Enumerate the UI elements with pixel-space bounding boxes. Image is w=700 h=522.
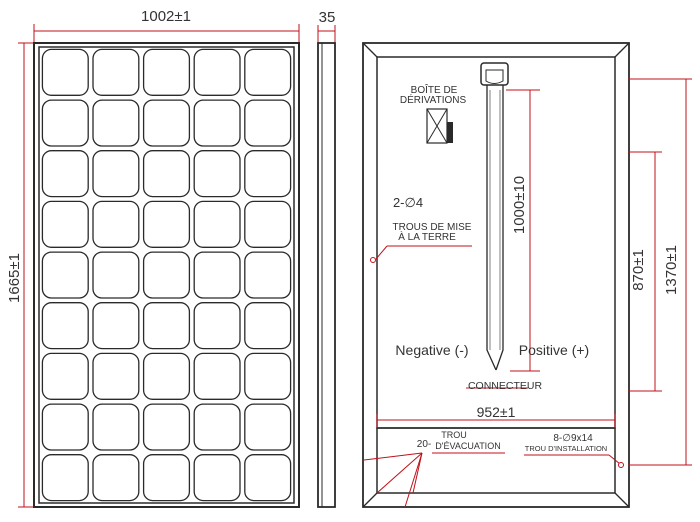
solar-cell <box>142 251 191 299</box>
solar-cell <box>41 150 89 198</box>
solar-cell <box>92 200 140 248</box>
solar-cell <box>92 48 140 96</box>
ground-label-1: TROUS DE MISE <box>393 222 472 233</box>
mount-holes-count: 8-∅9x14 <box>553 433 593 444</box>
front-view: 1002±1 1665±1 <box>6 8 300 508</box>
grounding-callout: 2-∅4 TROUS DE MISE À LA TERRE <box>370 195 472 263</box>
solar-cell <box>92 352 140 400</box>
solar-cell <box>92 150 140 198</box>
label-sticker-icon <box>426 108 453 144</box>
solar-cell <box>92 454 140 502</box>
solar-cell <box>244 302 292 350</box>
solar-cell <box>41 352 89 400</box>
solar-cell <box>142 48 191 96</box>
solar-cell <box>244 251 292 299</box>
solar-cell <box>193 302 241 350</box>
ground-label-2: À LA TERRE <box>398 230 456 243</box>
back-corner-br <box>614 492 630 508</box>
solar-cell <box>142 150 191 198</box>
solar-cell <box>41 251 89 299</box>
drain-holes-count: 20- <box>417 439 431 450</box>
positive-cable <box>495 85 504 371</box>
solar-cell <box>244 403 292 451</box>
back-frame-outer <box>362 42 630 508</box>
solar-cell <box>142 352 191 400</box>
back-corner-tr <box>614 42 630 58</box>
junction-box: BOÎTE DE DÉRIVATIONS <box>400 62 509 106</box>
junction-box-label-1: BOÎTE DE <box>411 83 458 96</box>
mount-spacing-inner-dim: 870±1 <box>630 249 647 291</box>
side-frame <box>317 42 336 508</box>
solar-cell <box>41 302 89 350</box>
solar-cell <box>41 99 89 147</box>
inner-width-dim: 952±1 <box>477 404 516 420</box>
side-depth-dim: 35 <box>319 9 336 26</box>
solar-cell <box>193 454 241 502</box>
side-view: 35 <box>317 9 336 508</box>
junction-box-body <box>480 62 509 86</box>
solar-cell <box>193 352 241 400</box>
solar-cell <box>92 251 140 299</box>
back-corner-tl <box>362 42 378 58</box>
front-height-dim: 1665±1 <box>6 253 23 303</box>
solar-cell <box>193 200 241 248</box>
cell-grid <box>41 48 292 502</box>
solar-cell <box>92 99 140 147</box>
solar-cell <box>142 302 191 350</box>
ground-hole-icon <box>370 257 376 263</box>
solar-cell <box>193 99 241 147</box>
junction-box-cover <box>485 69 504 84</box>
solar-cell <box>41 403 89 451</box>
cable-assembly <box>486 85 504 371</box>
front-width-dim: 1002±1 <box>141 8 191 25</box>
solar-cell <box>193 48 241 96</box>
solar-cell <box>92 302 140 350</box>
solar-cell <box>244 454 292 502</box>
solar-cell <box>142 403 191 451</box>
ground-holes-count: 2-∅4 <box>393 195 423 210</box>
solar-cell <box>92 403 140 451</box>
solar-cell <box>193 403 241 451</box>
solar-cell <box>244 48 292 96</box>
drain-holes-callout: 20- TROU D'ÉVACUATION <box>363 430 505 508</box>
mount-hole-icon <box>618 462 624 468</box>
cable-length-dim: 1000±10 <box>511 176 528 234</box>
positive-label: Positive (+) <box>519 342 589 358</box>
mount-label: TROU D'INSTALLATION <box>525 444 607 453</box>
solar-cell <box>244 200 292 248</box>
solar-cell <box>41 454 89 502</box>
solar-cell <box>193 150 241 198</box>
drain-label-2: D'ÉVACUATION <box>435 441 500 451</box>
solar-cell <box>244 99 292 147</box>
back-corner-bl <box>362 492 378 508</box>
mounting-holes-callout: 8-∅9x14 TROU D'INSTALLATION <box>524 433 624 468</box>
solar-cell <box>193 251 241 299</box>
solar-cell <box>244 352 292 400</box>
junction-box-label-2: DÉRIVATIONS <box>400 93 467 106</box>
solar-cell <box>142 200 191 248</box>
solar-cell <box>244 150 292 198</box>
negative-label: Negative (-) <box>395 342 468 358</box>
solar-cell <box>41 48 89 96</box>
back-view: BOÎTE DE DÉRIVATIONS 1000±10 2-∅4 TROUS … <box>362 42 692 508</box>
solar-cell <box>142 99 191 147</box>
drain-label-1: TROU <box>441 430 467 440</box>
solar-cell <box>142 454 191 502</box>
mount-spacing-outer-dim: 1370±1 <box>663 245 680 295</box>
negative-cable <box>486 85 497 371</box>
solar-cell <box>41 200 89 248</box>
connector-label: CONNECTEUR <box>468 380 543 392</box>
